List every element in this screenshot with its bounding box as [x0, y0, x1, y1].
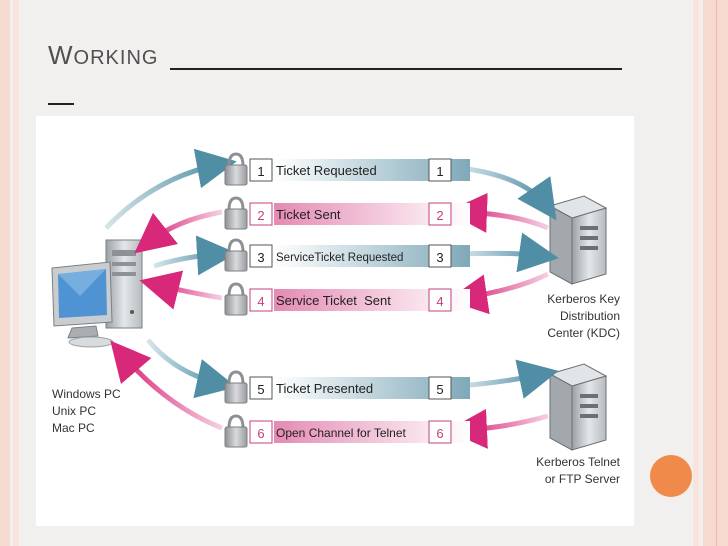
arrow-msg2-to-client — [134, 209, 223, 254]
diagram-panel: Windows PC Unix PC Mac PC Kerberos Key D… — [36, 116, 634, 526]
arrow-msg1-to-kdc — [459, 165, 557, 221]
lock-icon — [224, 152, 248, 186]
arrow-server-to-msg6 — [447, 408, 549, 449]
message-row-3: 3 ServiceTicket Requested 3 — [224, 238, 470, 272]
message-3-num-left: 3 — [257, 250, 264, 265]
server-label-line2: or FTP Server — [545, 472, 620, 486]
title-underline-wrap — [48, 103, 74, 105]
kerberos-diagram: Windows PC Unix PC Mac PC Kerberos Key D… — [51, 148, 621, 486]
message-3-num-right: 3 — [436, 250, 443, 265]
message-3-label: ServiceTicket Requested — [276, 252, 403, 264]
message-1-label: Ticket Requested — [276, 163, 377, 178]
message-4-label: Service Ticket Sent — [276, 293, 391, 308]
kdc-label-line1: Kerberos Key — [547, 292, 620, 306]
kdc-server-icon — [548, 195, 608, 285]
right-stripe-edge — [716, 0, 717, 546]
title-underline — [170, 68, 622, 70]
lock-icon — [224, 196, 248, 230]
kdc-label-line3: Center (KDC) — [547, 326, 620, 340]
slide-title-first-letter: W — [48, 40, 74, 70]
arrow-msg6-to-client — [110, 340, 223, 431]
right-stripe-inner — [693, 0, 699, 546]
arrow-client-to-msg1 — [104, 148, 237, 230]
message-5-label: Ticket Presented — [276, 381, 373, 396]
left-stripe-outer — [0, 0, 10, 546]
arrow-kdc-to-msg2 — [447, 192, 550, 233]
arrow-kdc-to-msg4 — [447, 271, 550, 315]
message-5-num-left: 5 — [257, 382, 264, 397]
arrow-client-to-msg5 — [146, 338, 237, 399]
accent-circle — [650, 455, 692, 497]
message-2-label: Ticket Sent — [276, 207, 341, 222]
telnet-server-icon — [548, 363, 608, 451]
slide-title: WORKING — [48, 40, 158, 71]
server-label-line1: Kerberos Telnet — [536, 455, 620, 469]
arrow-msg5-to-server — [459, 359, 559, 399]
client-label-mac: Mac PC — [52, 421, 95, 435]
arrow-msg4-to-client — [139, 270, 223, 310]
message-row-1: 1 Ticket Requested 1 — [224, 152, 470, 186]
message-1-num-left: 1 — [257, 164, 264, 179]
message-5-num-right: 5 — [436, 382, 443, 397]
kdc-label-line2: Distribution — [560, 309, 620, 323]
message-6-num-right: 6 — [436, 426, 443, 441]
arrow-msg3-to-kdc — [459, 232, 559, 273]
message-6-label: Open Channel for Telnet — [276, 426, 407, 440]
client-label-unix: Unix PC — [52, 404, 96, 418]
message-1-num-right: 1 — [436, 164, 443, 179]
message-row-4: 4 Service Ticket Sent 4 — [224, 282, 470, 316]
message-6-num-left: 6 — [257, 426, 264, 441]
lock-icon — [224, 414, 248, 448]
client-computer-icon — [51, 239, 143, 348]
message-2-num-right: 2 — [436, 208, 443, 223]
lock-icon — [224, 282, 248, 316]
message-row-5: 5 Ticket Presented 5 — [224, 370, 470, 404]
message-row-6: 6 Open Channel for Telnet 6 — [224, 414, 470, 448]
message-4-num-right: 4 — [436, 294, 443, 309]
lock-icon — [224, 370, 248, 404]
arrow-client-to-msg3 — [153, 235, 237, 276]
message-4-num-left: 4 — [257, 294, 264, 309]
lock-icon — [224, 238, 248, 272]
client-label-windows: Windows PC — [52, 387, 121, 401]
message-row-2: 2 Ticket Sent 2 — [224, 196, 470, 230]
right-stripe-outer — [703, 0, 728, 546]
slide-title-rest: ORKING — [73, 47, 159, 69]
left-stripe-inner — [13, 0, 19, 546]
message-2-num-left: 2 — [257, 208, 264, 223]
